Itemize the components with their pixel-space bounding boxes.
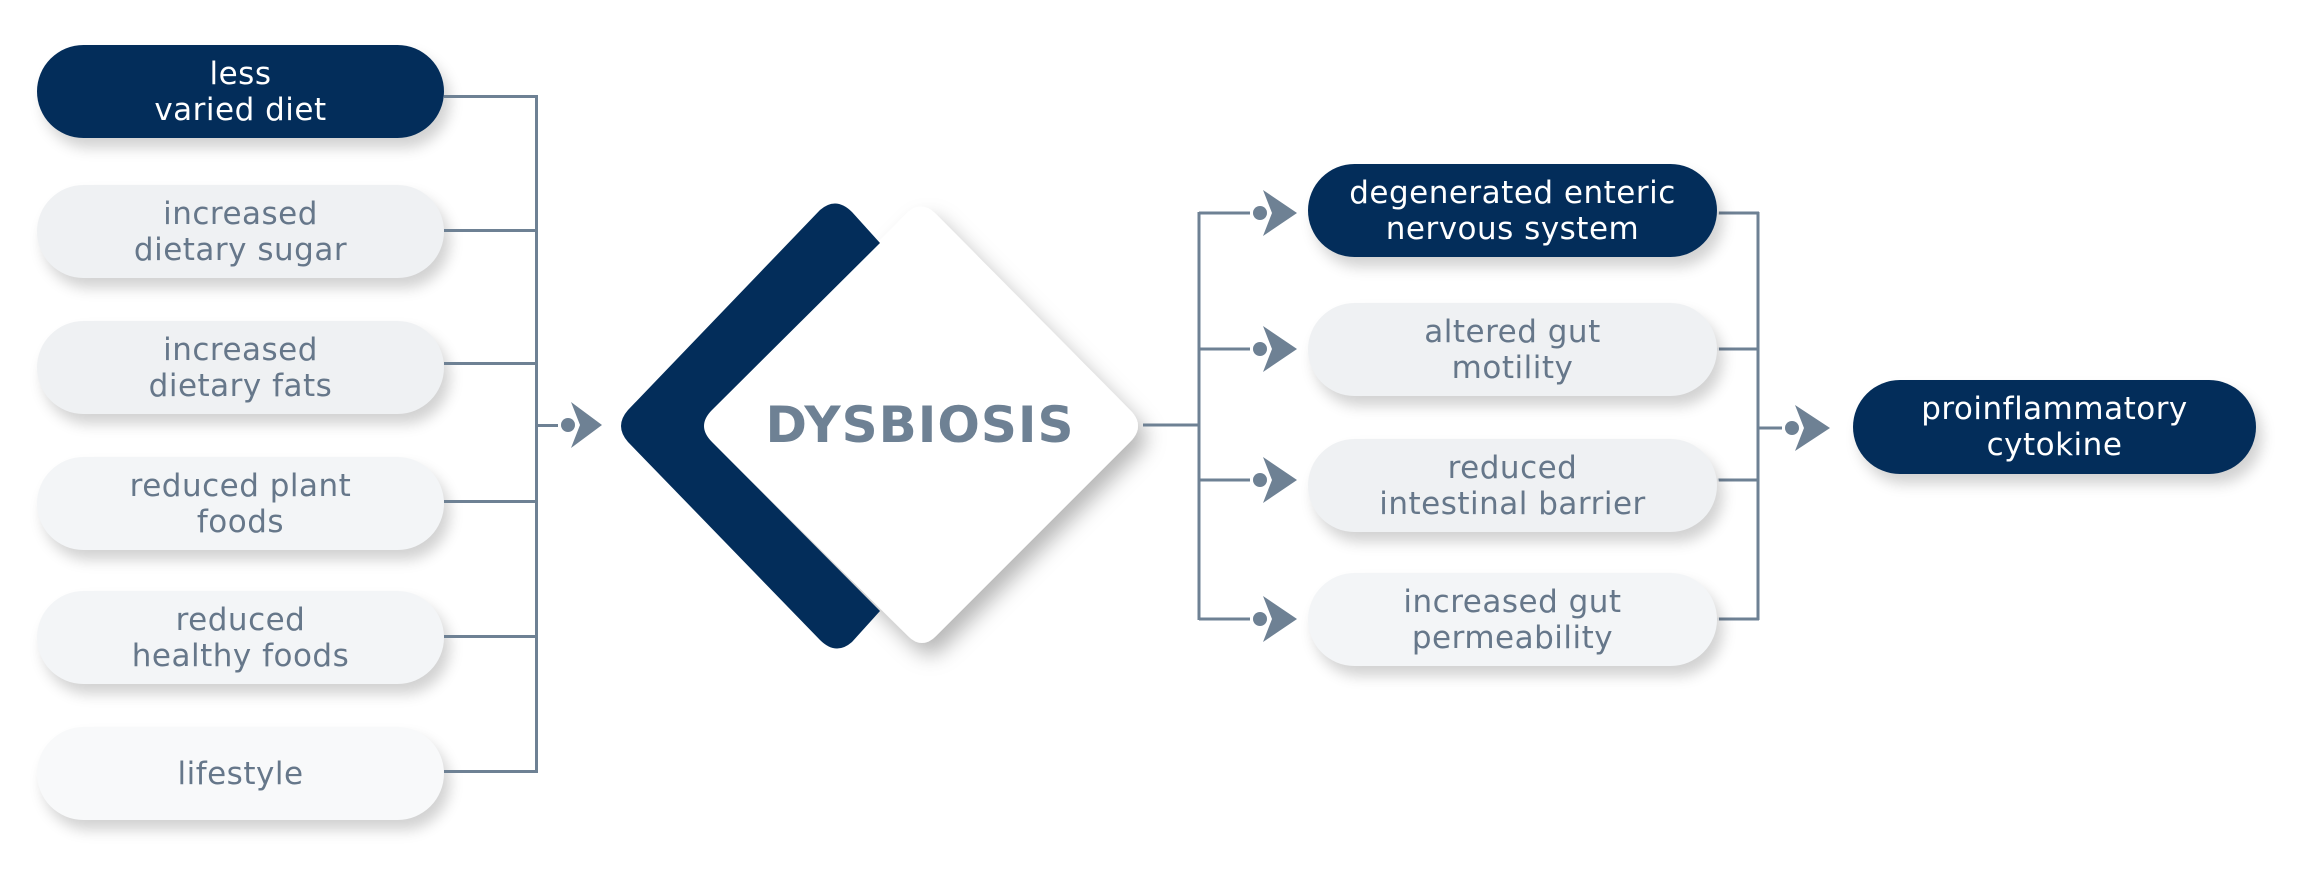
arrow-right-icon — [1253, 326, 1297, 372]
effect-reduced-intestinal-barrier: reduced intestinal barrier — [1308, 439, 1717, 532]
connector-cause-4 — [444, 500, 538, 503]
arrow-right-icon — [561, 402, 602, 448]
effect-increased-gut-permeability: increased gut permeability — [1308, 573, 1717, 666]
connector-cause-6 — [444, 770, 538, 773]
connector-cause-3 — [444, 362, 538, 365]
outcome-proinflammatory-cytokine: proinflammatory cytokine — [1853, 380, 2256, 474]
arrow-right-icon — [1253, 596, 1297, 642]
cause-increased-dietary-fats: increased dietary fats — [37, 321, 444, 414]
cause-lifestyle: lifestyle — [37, 727, 444, 820]
connector-causes-out — [538, 424, 558, 427]
connector-causes-trunk — [535, 95, 538, 773]
effect-outcome-connectors — [1717, 211, 1782, 621]
effect-degenerated-enteric-nervous-system: degenerated enteric nervous system — [1308, 164, 1717, 257]
connector-cause-2 — [444, 229, 538, 232]
arrow-right-icon — [1253, 457, 1297, 503]
effect-altered-gut-motility: altered gut motility — [1308, 303, 1717, 396]
connector-cause-1 — [444, 95, 538, 98]
connector-cause-5 — [444, 635, 538, 638]
arrow-right-icon — [1785, 405, 1830, 451]
arrow-right-icon — [1253, 190, 1297, 236]
cause-increased-dietary-sugar: increased dietary sugar — [37, 185, 444, 278]
cause-reduced-healthy-foods: reduced healthy foods — [37, 591, 444, 684]
cause-reduced-plant-foods: reduced plant foods — [37, 457, 444, 550]
cause-less-varied-diet: less varied diet — [37, 45, 444, 138]
diamond-white-shape — [704, 206, 1138, 643]
dysbiosis-label: DYSBIOSIS — [765, 396, 1075, 454]
diamond-navy-chevron — [621, 203, 880, 649]
effect-branches — [1199, 211, 1250, 621]
